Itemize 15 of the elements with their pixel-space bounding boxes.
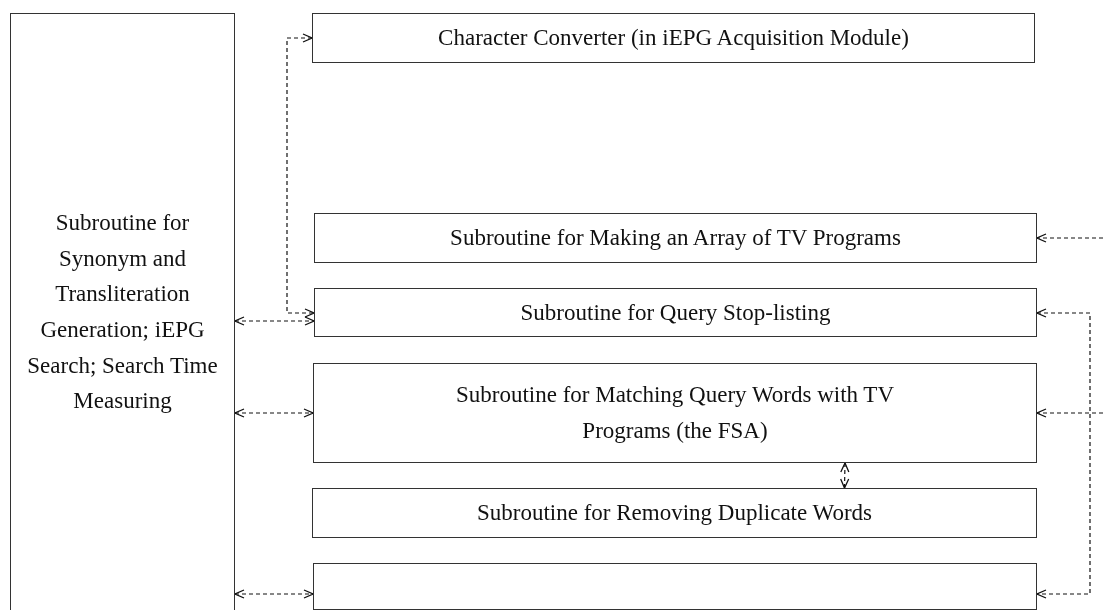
process-box: Subroutine for Removing Duplicate Words bbox=[312, 488, 1037, 538]
dashed-arrow bbox=[1036, 408, 1103, 418]
process-box: Character Converter (in iEPG Acquisition Module) bbox=[312, 13, 1035, 63]
process-box: Subroutine for Making an Array of TV Programs bbox=[314, 213, 1037, 263]
dashed-arrow bbox=[1036, 233, 1103, 243]
dashed-arrow bbox=[1036, 308, 1091, 599]
process-box: Subroutine for Synonym and Transliteration Generation; iEPG Search; Search Time Measuring bbox=[10, 13, 235, 610]
dashed-arrow bbox=[234, 589, 314, 599]
dashed-arrow bbox=[840, 462, 850, 489]
dashed-arrow bbox=[234, 408, 314, 418]
process-box: Subroutine for Matching Query Words with TV Programs (the FSA) bbox=[313, 363, 1037, 463]
process-box: Subroutine for Query Stop-listing bbox=[314, 288, 1037, 337]
dashed-arrow bbox=[286, 33, 315, 318]
dashed-arrow bbox=[234, 316, 315, 326]
empty-box bbox=[313, 563, 1037, 610]
